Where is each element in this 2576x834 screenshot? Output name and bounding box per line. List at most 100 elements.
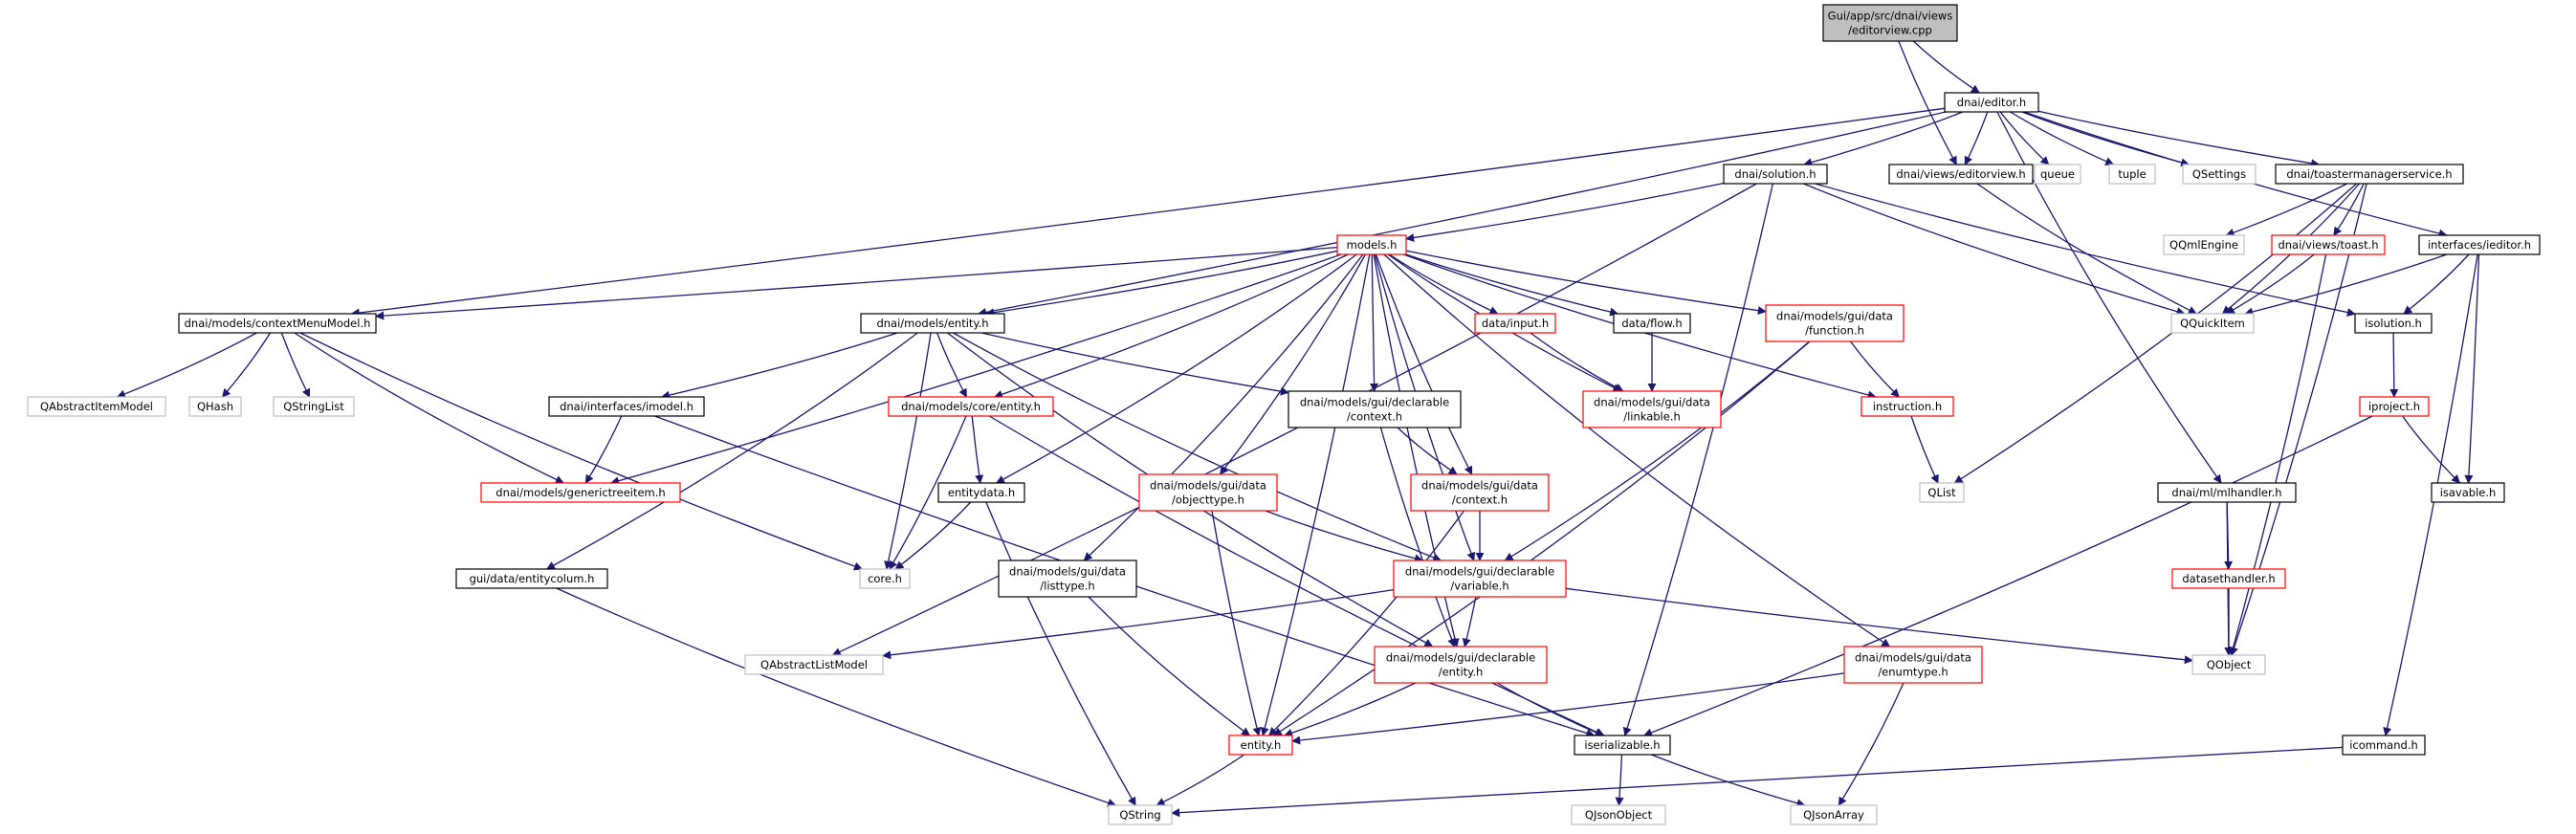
edge-interfaces_ieditor_h-to-QQuickItem <box>2244 253 2448 317</box>
edge-models_entity_h-to-core_entity_h <box>936 332 967 398</box>
edge-models_h-to-declarable_context_h <box>1369 253 1379 392</box>
node-box-editor_h <box>1944 92 2039 113</box>
node-label-isolution_h-line-0: isolution.h <box>2365 317 2422 330</box>
node-isolution_h[interactable]: isolution.h <box>2354 313 2433 334</box>
node-label-QAbstractItemModel-line-0: QAbstractItemModel <box>40 400 153 413</box>
node-box-QAbstractListModel <box>744 654 884 675</box>
node-icommand_h[interactable]: icommand.h <box>2342 735 2426 756</box>
node-QObject: QObject <box>2191 654 2266 675</box>
node-contextMenuModel_h[interactable]: dnai/models/contextMenuModel.h <box>178 313 377 334</box>
edge-interfaces_imodel_h-to-generictreeitem_h <box>584 415 623 484</box>
edge-toastermanagerservice_h-to-QQmlEngine <box>2225 183 2347 237</box>
node-label-QJsonArray-line-0: QJsonArray <box>1803 808 1864 822</box>
node-box-iserializable_h <box>1574 735 1671 756</box>
node-views_toast_h[interactable]: dnai/views/toast.h <box>2271 234 2386 255</box>
edge-iserializable_h-to-QJsonObject <box>1615 754 1624 806</box>
node-iproject_h[interactable]: iproject.h <box>2359 396 2430 417</box>
node-box-QAbstractItemModel <box>27 396 166 417</box>
edge-root-to-editor_h <box>1912 40 1980 94</box>
edges-layer <box>116 40 2480 818</box>
edge-models_h-to-data_input_h <box>1388 253 1499 315</box>
node-gui_data_listtype_h[interactable]: dnai/models/gui/data/listtype.h <box>998 560 1137 598</box>
node-editor_h[interactable]: dnai/editor.h <box>1944 92 2039 113</box>
node-declarable_entity_h[interactable]: dnai/models/gui/declarable/entity.h <box>1374 646 1548 684</box>
node-label-interfaces_ieditor_h-line-0: interfaces/ieditor.h <box>2428 238 2531 252</box>
node-label-declarable_context_h-line-1: /context.h <box>1347 410 1402 424</box>
node-label-declarable_context_h-line-0: dnai/models/gui/declarable <box>1300 396 1449 409</box>
node-instruction_h[interactable]: instruction.h <box>1860 396 1954 417</box>
node-toastermanagerservice_h[interactable]: dnai/toastermanagerservice.h <box>2275 164 2464 185</box>
node-datasethandler_h[interactable]: datasethandler.h <box>2171 568 2286 589</box>
node-data_input_h[interactable]: data/input.h <box>1474 313 1556 334</box>
node-entity_h[interactable]: entity.h <box>1228 735 1293 756</box>
node-entitycolum_h[interactable]: gui/data/entitycolum.h <box>455 568 608 589</box>
edge-gui_data_function_h-to-instruction_h <box>1850 340 1900 398</box>
node-label-root-line-1: /editorview.cpp <box>1848 24 1932 37</box>
node-models_h[interactable]: models.h <box>1336 234 1407 255</box>
edge-models_h-to-entitydata_h <box>996 253 1357 484</box>
node-label-models_h-line-0: models.h <box>1347 238 1398 252</box>
node-data_flow_h[interactable]: data/flow.h <box>1613 313 1691 334</box>
edge-contextMenuModel_h-to-generictreeitem_h <box>294 332 564 484</box>
node-label-views_toast_h-line-0: dnai/views/toast.h <box>2278 238 2378 252</box>
node-models_entity_h[interactable]: dnai/models/entity.h <box>860 313 1005 334</box>
edge-solution_h-to-models_h <box>1405 182 1725 242</box>
node-box-interfaces_imodel_h <box>548 396 705 417</box>
nodes-layer: Gui/app/src/dnai/views/editorview.cpp dna… <box>27 4 2541 825</box>
node-QJsonArray: QJsonArray <box>1790 804 1878 825</box>
node-QQuickItem: QQuickItem <box>2170 313 2255 334</box>
node-box-instruction_h <box>1860 396 1954 417</box>
edge-models_entity_h-to-declarable_variable_h <box>953 332 1442 562</box>
node-generictreeitem_h[interactable]: dnai/models/generictreeitem.h <box>480 482 681 503</box>
node-QAbstractItemModel: QAbstractItemModel <box>27 396 166 417</box>
node-gui_data_linkable_h[interactable]: dnai/models/gui/data/linkable.h <box>1582 390 1722 428</box>
edge-gui_data_function_h-to-entity_h <box>1272 340 1811 736</box>
node-box-models_entity_h <box>860 313 1005 334</box>
node-box-QList <box>1919 482 1965 503</box>
node-label-QSettings-line-0: QSettings <box>2192 167 2246 181</box>
node-gui_data_enumtype_h[interactable]: dnai/models/gui/data/enumtype.h <box>1843 646 1983 684</box>
node-interfaces_ieditor_h[interactable]: interfaces/ieditor.h <box>2418 234 2541 255</box>
node-iserializable_h[interactable]: iserializable.h <box>1574 735 1671 756</box>
node-QStringList: QStringList <box>273 396 355 417</box>
edge-entity_h-to-QString <box>1156 754 1245 806</box>
node-entitydata_h[interactable]: entitydata.h <box>937 482 1025 503</box>
node-root[interactable]: Gui/app/src/dnai/views/editorview.cpp <box>1822 4 1958 42</box>
edge-declarable_variable_h-to-QObject <box>1565 587 2193 665</box>
node-views_editorview_h[interactable]: dnai/views/editorview.h <box>1888 164 2034 185</box>
node-box-entitydata_h <box>937 482 1025 503</box>
node-QAbstractListModel: QAbstractListModel <box>744 654 884 675</box>
edge-editor_h-to-models_entity_h <box>978 111 1947 317</box>
node-label-isavable_h-line-0: isavable.h <box>2440 486 2497 499</box>
node-core_entity_h[interactable]: dnai/models/core/entity.h <box>888 396 1054 417</box>
node-interfaces_imodel_h[interactable]: dnai/interfaces/imodel.h <box>548 396 705 417</box>
node-box-QHash <box>188 396 242 417</box>
node-box-core_h <box>859 568 911 589</box>
node-box-contextMenuModel_h <box>178 313 377 334</box>
edge-views_editorview_h-to-QQuickItem <box>1976 183 2197 315</box>
node-isavable_h[interactable]: isavable.h <box>2431 482 2505 503</box>
node-box-icommand_h <box>2342 735 2426 756</box>
node-label-gui_data_objecttype_h-line-1: /objecttype.h <box>1172 494 1244 507</box>
node-box-gui_data_enumtype_h <box>1843 646 1983 684</box>
node-label-gui_data_listtype_h-line-0: dnai/models/gui/data <box>1009 565 1126 579</box>
node-mlhandler_h[interactable]: dnai/ml/mlhandler.h <box>2157 482 2297 503</box>
node-label-gui_data_enumtype_h-line-0: dnai/models/gui/data <box>1855 651 1971 665</box>
node-label-declarable_variable_h-line-0: dnai/models/gui/declarable <box>1405 565 1554 579</box>
node-gui_data_context_h[interactable]: dnai/models/gui/data/context.h <box>1410 473 1550 512</box>
node-solution_h[interactable]: dnai/solution.h <box>1723 164 1828 185</box>
node-declarable_context_h[interactable]: dnai/models/gui/declarable/context.h <box>1288 390 1462 428</box>
node-label-gui_data_context_h-line-1: /context.h <box>1452 494 1508 507</box>
edge-core_entity_h-to-core_h <box>889 415 967 570</box>
edge-declarable_variable_h-to-QAbstractListModel <box>882 588 1395 660</box>
node-box-tuple <box>2108 164 2156 185</box>
node-gui_data_function_h[interactable]: dnai/models/gui/data/function.h <box>1765 304 1904 342</box>
edge-models_entity_h-to-declarable_context_h <box>981 332 1289 396</box>
node-box-queue <box>2034 164 2081 185</box>
node-gui_data_objecttype_h[interactable]: dnai/models/gui/data/objecttype.h <box>1138 473 1278 512</box>
node-declarable_variable_h[interactable]: dnai/models/gui/declarable/variable.h <box>1393 560 1567 598</box>
edge-declarable_context_h-to-gui_data_context_h <box>1397 427 1458 475</box>
node-box-declarable_variable_h <box>1393 560 1567 598</box>
node-box-entitycolum_h <box>455 568 608 589</box>
